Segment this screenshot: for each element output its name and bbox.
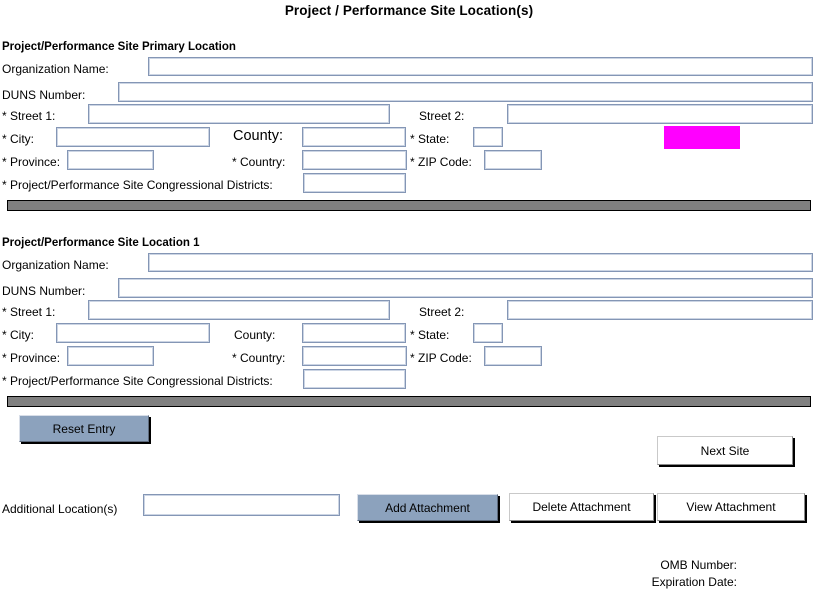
province-label-2: * Province: xyxy=(2,351,61,365)
city-label-1: * City: xyxy=(2,132,35,146)
organization-name-label-1: Organization Name: xyxy=(2,62,109,76)
street1-label-1: * Street 1: xyxy=(2,109,56,123)
street2-input-2[interactable] xyxy=(507,300,813,320)
organization-name-input-2[interactable] xyxy=(148,253,813,272)
section-separator-2 xyxy=(7,396,811,407)
congressional-districts-label-1: * Project/Performance Site Congressional… xyxy=(2,178,273,192)
zip-input-1[interactable] xyxy=(484,150,542,170)
page-title: Project / Performance Site Location(s) xyxy=(284,3,534,18)
zip-label-2: * ZIP Code: xyxy=(410,351,472,365)
county-label-2: County: xyxy=(234,328,276,342)
country-input-2[interactable] xyxy=(302,346,407,366)
street1-label-2: * Street 1: xyxy=(2,305,56,319)
zip-input-2[interactable] xyxy=(484,346,542,366)
congressional-districts-input-2[interactable] xyxy=(303,369,406,389)
street1-input-1[interactable] xyxy=(88,104,390,124)
add-attachment-button[interactable]: Add Attachment xyxy=(357,494,498,521)
additional-locations-input[interactable] xyxy=(143,494,340,516)
county-input-1[interactable] xyxy=(302,127,406,147)
congressional-districts-label-2: * Project/Performance Site Congressional… xyxy=(2,374,273,388)
next-site-label: Next Site xyxy=(700,443,750,458)
organization-name-input-1[interactable] xyxy=(148,57,813,76)
duns-number-input-1[interactable] xyxy=(118,82,813,102)
organization-name-label-2: Organization Name: xyxy=(2,258,109,272)
section-separator-1 xyxy=(7,200,811,211)
delete-attachment-label: Delete Attachment xyxy=(532,500,631,514)
street2-label-2: Street 2: xyxy=(419,305,465,319)
county-input-2[interactable] xyxy=(302,323,406,343)
state-input-2[interactable] xyxy=(473,323,503,343)
congressional-districts-input-1[interactable] xyxy=(303,173,406,193)
country-label-2: * Country: xyxy=(232,351,286,365)
duns-number-label-2: DUNS Number: xyxy=(2,284,86,298)
street1-input-2[interactable] xyxy=(88,300,390,320)
section-header-primary-location: Project/Performance Site Primary Locatio… xyxy=(2,41,236,53)
reset-entry-label: Reset Entry xyxy=(52,421,116,436)
city-label-2: * City: xyxy=(2,328,35,342)
zip-label-1: * ZIP Code: xyxy=(410,155,472,169)
province-input-1[interactable] xyxy=(67,150,154,170)
state-input-1[interactable] xyxy=(473,127,503,147)
county-label-1: County: xyxy=(233,128,283,144)
country-input-1[interactable] xyxy=(302,150,407,170)
reset-entry-button[interactable]: Reset Entry xyxy=(19,415,149,442)
expiration-date-label: Expiration Date: xyxy=(651,575,737,589)
next-site-button[interactable]: Next Site xyxy=(657,436,793,465)
duns-number-input-2[interactable] xyxy=(118,278,813,298)
city-input-2[interactable] xyxy=(56,323,210,343)
view-attachment-label: View Attachment xyxy=(686,500,776,514)
street2-input-1[interactable] xyxy=(507,104,813,124)
state-label-1: * State: xyxy=(410,132,450,146)
additional-locations-label: Additional Location(s) xyxy=(2,502,118,516)
city-input-1[interactable] xyxy=(56,127,210,147)
highlight-block xyxy=(664,126,740,149)
view-attachment-button[interactable]: View Attachment xyxy=(657,493,805,521)
state-label-2: * State: xyxy=(410,328,450,342)
province-label-1: * Province: xyxy=(2,155,61,169)
street2-label-1: Street 2: xyxy=(419,109,465,123)
delete-attachment-button[interactable]: Delete Attachment xyxy=(509,493,654,521)
country-label-1: * Country: xyxy=(232,155,286,169)
add-attachment-label: Add Attachment xyxy=(385,500,470,515)
province-input-2[interactable] xyxy=(67,346,154,366)
section-header-location-1: Project/Performance Site Location 1 xyxy=(2,237,200,249)
duns-number-label-1: DUNS Number: xyxy=(2,88,86,102)
omb-number-label: OMB Number: xyxy=(660,558,737,572)
